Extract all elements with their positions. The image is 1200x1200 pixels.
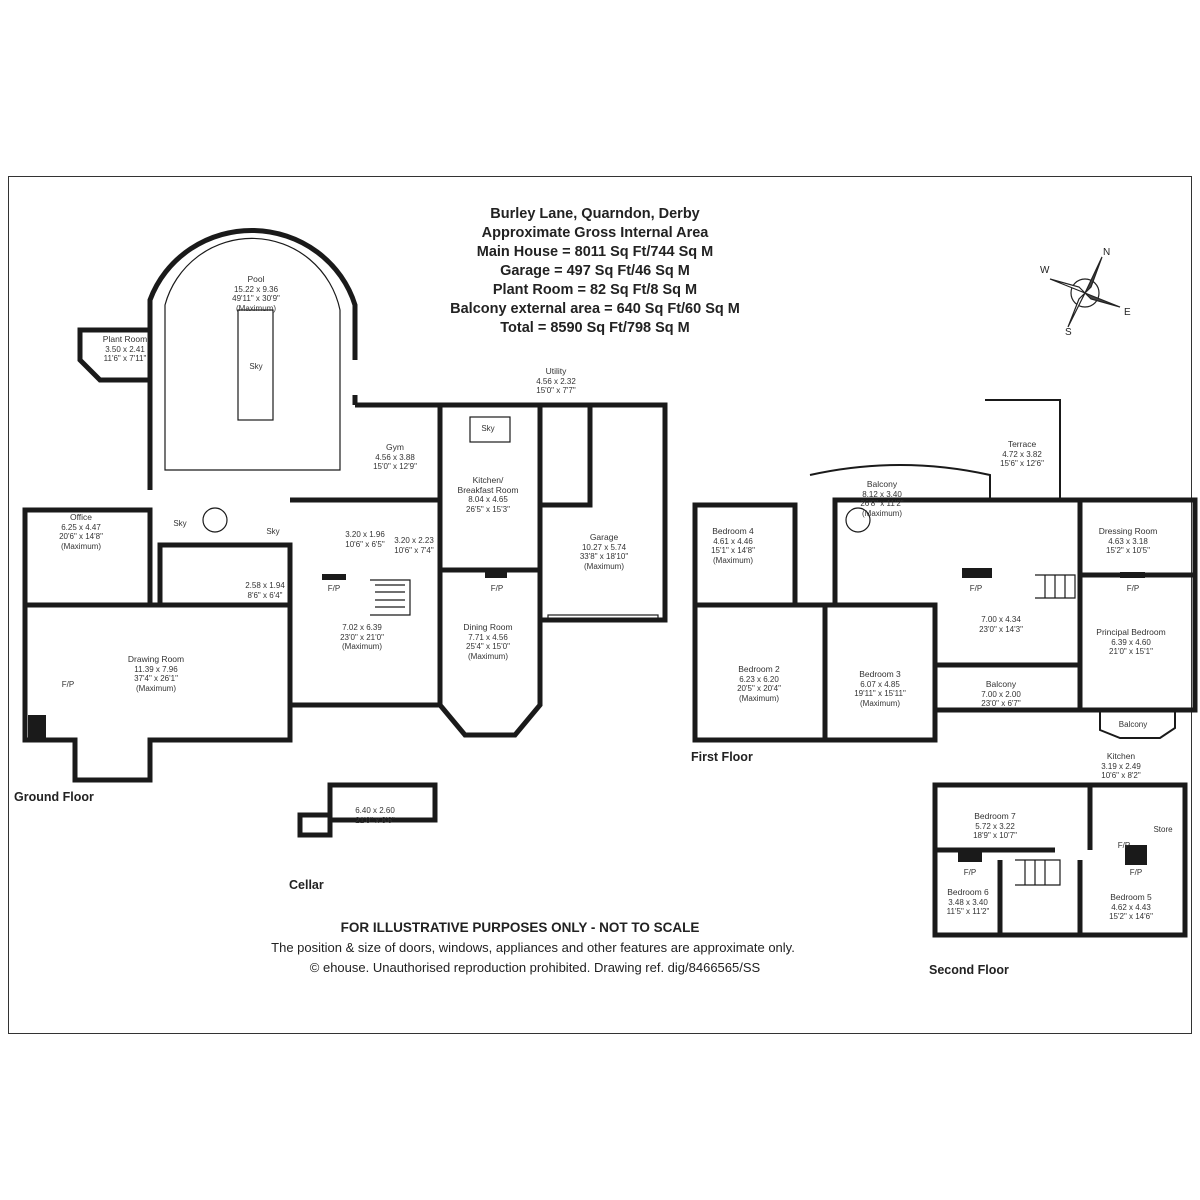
kitchen-skylight	[469, 416, 511, 443]
room-plant-room: Plant Room 3.50 x 2.41 11'6" x 7'11"	[102, 334, 148, 363]
dining-wall	[438, 567, 543, 738]
cellar-title: Cellar	[289, 878, 324, 892]
second-fireplace-right	[1125, 845, 1147, 865]
hall-fp-label: F/P	[327, 584, 341, 593]
ground-floor-title: Ground Floor	[14, 790, 94, 804]
room-bedroom-3: Bedroom 3 6.07 x 4.85 19'11" x 15'11" (M…	[854, 669, 906, 708]
compass: N E S W	[1040, 243, 1150, 343]
wc-block-wall	[157, 542, 293, 608]
balcony-small-label: Balcony	[1118, 720, 1148, 729]
spiral-stair-ground	[202, 507, 228, 533]
garage-area: Garage = 497 Sq Ft/46 Sq M	[500, 263, 690, 279]
plant-room-wall	[77, 327, 153, 383]
garage-door	[547, 614, 659, 622]
total-area: Total = 8590 Sq Ft/798 Sq M	[500, 320, 690, 336]
second-floor-wall	[932, 782, 1188, 938]
second-floor-partition	[935, 785, 1093, 935]
room-balcony-mid: Balcony 7.00 x 2.00 23'0" x 6'7"	[981, 679, 1021, 708]
room-kitchen: Kitchen/ Breakfast Room 8.04 x 4.65 26'5…	[457, 475, 519, 514]
room-landing: 7.00 x 4.34 23'0" x 14'3"	[979, 615, 1023, 634]
room-utility: Utility 4.56 x 2.32 15'0" x 7'7"	[536, 366, 576, 395]
first-floor-title: First Floor	[691, 750, 753, 764]
terrace-wall	[985, 399, 1061, 500]
dining-fp-label: F/P	[490, 584, 504, 593]
compass-w: W	[1040, 265, 1050, 276]
balcony-area: Balcony external area = 640 Sq Ft/60 Sq …	[450, 301, 740, 317]
room-cellar: 6.40 x 2.60 21'0" x 8'6"	[355, 806, 395, 825]
hall-wall	[290, 497, 443, 708]
address-title: Burley Lane, Quarndon, Derby	[490, 206, 700, 222]
pool-wall	[147, 228, 358, 490]
copyright-text: © ehouse. Unauthorised reproduction proh…	[309, 960, 761, 975]
room-dining: Dining Room 7.71 x 4.56 25'4" x 15'0" (M…	[463, 622, 513, 661]
hall-fireplace	[322, 574, 346, 580]
room-principal: Principal Bedroom 6.39 x 4.60 21'0" x 15…	[1096, 627, 1166, 656]
drawing-frame	[8, 176, 1192, 1034]
sky-left-label: Sky	[173, 519, 187, 528]
drawing-room-fireplace	[28, 715, 46, 740]
room-bedroom-4: Bedroom 4 4.61 x 4.46 15'1" x 14'8" (Max…	[711, 526, 755, 565]
second-stairs	[1015, 859, 1061, 886]
room-hall: 7.02 x 6.39 23'0" x 21'0" (Maximum)	[340, 623, 384, 651]
cellar-wall	[297, 782, 438, 838]
store-label: Store	[1153, 825, 1173, 834]
pool-sky-label: Sky	[249, 362, 263, 371]
room-pool: Pool 15.22 x 9.36 49'11" x 30'9" (Maximu…	[232, 274, 280, 313]
room-small-a: 3.20 x 1.96 10'6" x 6'5"	[345, 530, 385, 549]
compass-n: N	[1103, 247, 1111, 258]
second-fp-left-label: F/P	[963, 868, 977, 877]
second-floor-title: Second Floor	[929, 963, 1009, 977]
room-bedroom-2: Bedroom 2 6.23 x 6.20 20'5" x 20'4" (Max…	[737, 664, 781, 703]
second-fp-right-label: F/P	[1129, 868, 1143, 877]
principal-fp-label: F/P	[1126, 584, 1140, 593]
first-stairs	[1035, 574, 1076, 599]
compass-s: S	[1065, 327, 1072, 338]
plant-room-area: Plant Room = 82 Sq Ft/8 Sq M	[492, 282, 698, 298]
ground-stairs	[370, 579, 411, 616]
balcony-top-wall	[809, 464, 991, 500]
area-summary: Burley Lane, Quarndon, Derby Approximate…	[0, 205, 1200, 338]
landing-fp-label: F/P	[969, 584, 983, 593]
disclaimer-text: The position & size of doors, windows, a…	[271, 940, 795, 955]
room-small-b: 3.20 x 2.23 10'6" x 7'4"	[394, 536, 434, 555]
utility-wall	[540, 402, 593, 508]
principal-fireplace	[1120, 572, 1145, 578]
landing-fireplace	[962, 568, 992, 578]
kitchen-sky-label: Sky	[481, 424, 495, 433]
disclaimer: FOR ILLUSTRATIVE PURPOSES ONLY - NOT TO …	[0, 918, 1200, 978]
dining-fireplace	[485, 572, 507, 578]
principal-wall	[1077, 572, 1198, 713]
sky-right-label: Sky	[266, 527, 280, 536]
room-small-c: 2.58 x 1.94 8'6" x 6'4"	[245, 581, 285, 600]
second-fireplace-left	[958, 848, 982, 862]
compass-rose-icon	[1049, 256, 1121, 328]
room-balcony-top: Balcony 8.12 x 3.40 26'8" x 11'2" (Maxim…	[860, 479, 904, 518]
room-bedroom-7: Bedroom 7 5.72 x 3.22 18'9" x 10'7"	[973, 811, 1017, 840]
pool-inner-edge	[164, 237, 341, 471]
room-gym: Gym 4.56 x 3.88 15'0" x 12'9"	[373, 442, 417, 471]
disclaimer-heading: FOR ILLUSTRATIVE PURPOSES ONLY - NOT TO …	[340, 920, 700, 935]
room-second-kitchen: Kitchen 3.19 x 2.49 10'6" x 8'2"	[1101, 751, 1141, 780]
room-drawing-room: Drawing Room 11.39 x 7.96 37'4" x 26'1" …	[127, 654, 185, 693]
balcony-small-wall	[1099, 710, 1176, 739]
room-dressing: Dressing Room 4.63 x 3.18 15'2" x 10'5"	[1098, 526, 1158, 555]
second-fp-top-label: F/P	[1117, 841, 1131, 850]
spiral-stair-first	[845, 507, 871, 533]
room-bedroom-6: Bedroom 6 3.48 x 3.40 11'5" x 11'2"	[946, 887, 990, 916]
garage-wall	[540, 402, 668, 623]
drawing-room-fp-label: F/P	[61, 680, 75, 689]
compass-e: E	[1124, 307, 1131, 318]
main-house-area: Main House = 8011 Sq Ft/744 Sq M	[476, 244, 714, 260]
pool-sky-rect	[237, 309, 274, 421]
room-terrace: Terrace 4.72 x 3.82 15'6" x 12'6"	[1000, 439, 1044, 468]
room-bedroom-5: Bedroom 5 4.62 x 4.43 15'2" x 14'6"	[1109, 892, 1153, 921]
area-title: Approximate Gross Internal Area	[481, 225, 709, 241]
room-office: Office 6.25 x 4.47 20'6" x 14'8" (Maximu…	[59, 512, 103, 551]
room-garage: Garage 10.27 x 5.74 33'8" x 18'10" (Maxi…	[579, 532, 629, 571]
landing-wall	[832, 497, 1083, 668]
